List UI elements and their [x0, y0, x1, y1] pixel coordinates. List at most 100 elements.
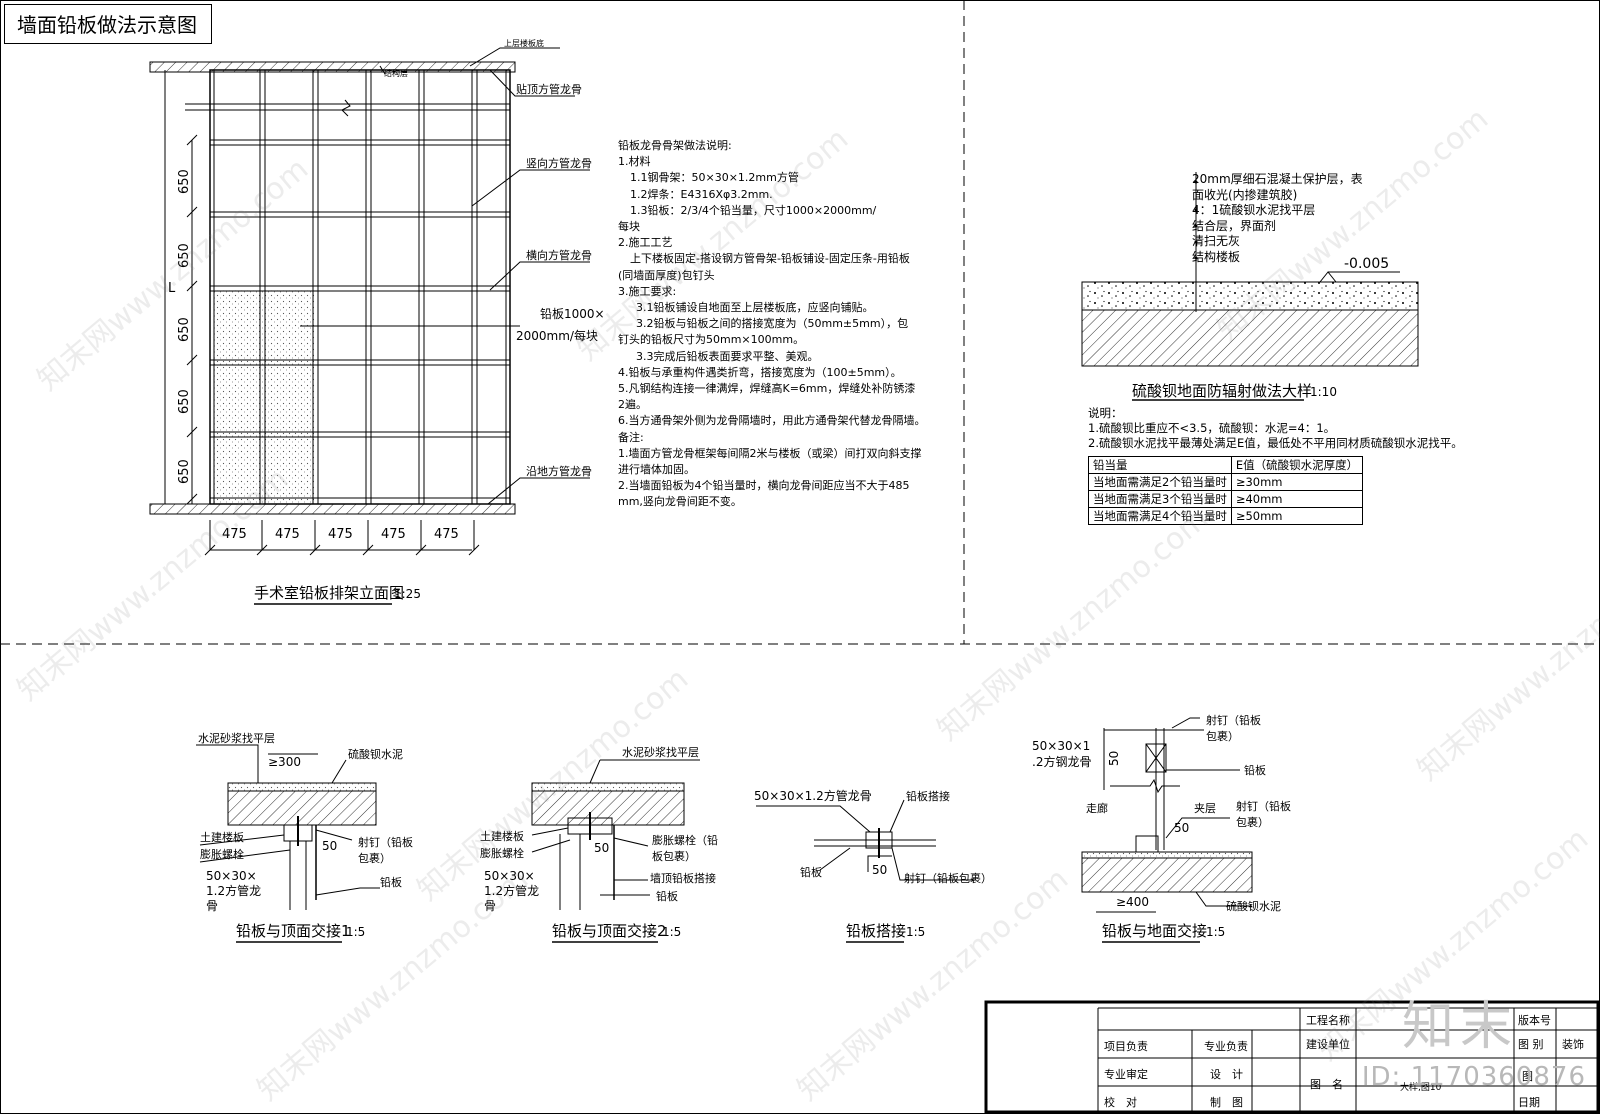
d2-label-10: 铅板	[656, 889, 678, 903]
d4-label-7: 夹层	[1194, 802, 1216, 815]
h-dim-1: 475	[222, 527, 247, 542]
frame-notes: 铅板龙骨骨架做法说明: 1.材料 1.1钢骨架：50×30×1.2mm方管 1.…	[618, 138, 926, 511]
title-block	[984, 1000, 1600, 1114]
note-line: 2.施工工艺	[618, 236, 673, 250]
tb-drawing-name: 图 名	[1310, 1078, 1343, 1091]
h-dim-4: 475	[381, 527, 406, 542]
note-line: mm,竖向龙骨间距不变。	[618, 495, 742, 509]
detail-3-scale: 1:5	[906, 925, 925, 939]
label-lead-plate-1: 铅板1000×	[540, 307, 605, 321]
v-dim-4: 650	[177, 389, 192, 414]
note-line: 6.当方通骨架外侧为龙骨隔墙时，用此方通骨架代替龙骨隔墙。	[618, 414, 926, 428]
d4-label-2: 50	[1107, 751, 1121, 766]
table-cell: 当地面需满足3个铅当量时	[1088, 490, 1232, 508]
tb-version: 版本号	[1518, 1014, 1551, 1027]
detail-2-caption: 铅板与顶面交接2	[552, 922, 667, 940]
d1-label-5: 射钉（铅板	[358, 835, 413, 849]
d2-label-8: 骨	[484, 899, 496, 913]
dim-ticks-h	[204, 520, 480, 556]
floor-layer-notes: 20mm厚细石混凝土保护层，表 面收光(内掺建筑胶) 4：1硫酸钡水泥找平层 结…	[1192, 172, 1363, 265]
break-mark	[341, 99, 351, 117]
detail-3-drawing: 50×30×1.2方管龙骨 铅板搭接 铅板 50 射钉（铅板包裹） 铅板搭接 1…	[754, 788, 992, 943]
v-dim-2: 650	[177, 243, 192, 268]
d2-label-4: 膨胀螺栓（铅	[652, 833, 718, 847]
table-cell: 当地面需满足4个铅当量时	[1088, 507, 1232, 525]
d3-label-2: 铅板	[800, 865, 822, 879]
d1-label-0: 水泥砂浆找平层	[198, 731, 275, 745]
elevation-caption: 手术室铅板排架立面图	[254, 584, 404, 602]
d4-label-4: 包裹）	[1206, 729, 1239, 743]
note-line: 5.凡钢结构连接一律满焊，焊缝高K=6mm，焊缝处补防锈漆	[618, 382, 916, 396]
tb-draft: 制 图	[1210, 1096, 1243, 1109]
floor-note-line: 2.硫酸钡水泥找平最薄处满足E值，最低处不平用同材质硫酸钡水泥找平。	[1088, 436, 1463, 450]
label-floor-tube: 沿地方管龙骨	[526, 464, 592, 478]
d4-label-1: .2方钢龙骨	[1032, 754, 1091, 769]
note-line: 3.2铅板与铅板之间的搭接宽度为（50mm±5mm），包	[636, 317, 909, 331]
dim-ticks-v	[186, 134, 198, 505]
screed-layer	[1081, 281, 1419, 311]
horizontal-tubes	[185, 103, 510, 499]
bottom-slab	[149, 503, 516, 515]
detail-1-caption: 铅板与顶面交接1	[236, 922, 351, 940]
note-line: 1.1钢骨架：50×30×1.2mm方管	[630, 171, 799, 185]
watermark-id: ID: 1170360876	[1361, 1062, 1586, 1092]
d1-label-6: 包裹）	[358, 851, 391, 865]
label-vertical-tube: 竖向方管龙骨	[526, 156, 592, 170]
label-top-tube: 贴顶方管龙骨	[516, 82, 582, 96]
label-lead-plate-2: 2000mm/每块	[516, 328, 598, 343]
d2-label-3: 50	[594, 841, 609, 855]
detail-1-drawing: 水泥砂浆找平层 硫酸钡水泥 ≥300 土建楼板 膨胀螺栓 射钉（铅板 包裹） 5…	[196, 731, 413, 943]
d2-label-1: 土建楼板	[480, 829, 524, 843]
detail-4-drawing: 50×30×1 .2方钢龙骨 50 射钉（铅板 包裹） 铅板 走廊 夹层 射钉（…	[1032, 713, 1291, 943]
h-dim-labels: 475 475 475 475 475	[222, 527, 459, 542]
d4-label-9: 包裹）	[1236, 815, 1269, 829]
table-header: E值（硫酸钡水泥厚度）	[1230, 456, 1364, 474]
height-symbol: L	[168, 281, 176, 296]
note-line: 4.铅板与承重构件遇类折弯，搭接宽度为（100±5mm）。	[618, 365, 902, 379]
note-line: 进行墙体加固。	[618, 463, 695, 477]
d2-label-9: 墙顶铅板搭接	[650, 871, 716, 885]
h-dim-2: 475	[275, 527, 300, 542]
v-dim-3: 650	[177, 317, 192, 342]
d3-label-3: 50	[872, 863, 887, 877]
d1-label-11: 铅板	[380, 875, 402, 889]
d4-label-11: ≥400	[1116, 895, 1149, 909]
table-header-row: 铅当量 E值（硫酸钡水泥厚度）	[1088, 456, 1364, 474]
tb-category-value: 装饰	[1562, 1038, 1584, 1051]
tb-category: 图 别	[1518, 1038, 1544, 1051]
elevation-scale: 1:25	[394, 587, 421, 601]
watermark-logo: 知末	[1402, 997, 1519, 1057]
note-line: 钉头的铅板尺寸为50mm×100mm。	[618, 333, 805, 347]
d4-label-0: 50×30×1	[1032, 739, 1090, 753]
table-cell: ≥50mm	[1230, 507, 1364, 525]
label-structure: 结构层	[384, 68, 408, 78]
note-line: 3.3完成后铅板表面要求平整、美观。	[636, 349, 819, 363]
table-row: 当地面需满足2个铅当量时 ≥30mm	[1088, 473, 1364, 491]
note-line: 1.墙面方管龙骨框架每间隔2米与楼板（或梁）间打双向斜支撑	[618, 446, 922, 460]
frame-outline	[209, 69, 511, 505]
tb-design: 设 计	[1210, 1068, 1243, 1081]
d1-label-3: 土建楼板	[200, 830, 244, 844]
floor-section-drawing: -0.005 硫酸钡地面防辐射做法大样 1:10	[1081, 172, 1419, 401]
d1-label-7: 50	[322, 839, 337, 853]
d1-label-9: 1.2方管龙	[206, 883, 261, 898]
d4-label-8: 射钉（铅板	[1236, 799, 1291, 813]
d1-label-8: 50×30×	[206, 869, 257, 883]
layer-line: 4：1硫酸钡水泥找平层	[1192, 203, 1316, 217]
note-line: 2遍。	[618, 398, 647, 412]
elevation-leaders	[300, 47, 590, 505]
detail-3-caption: 铅板搭接	[846, 922, 906, 940]
h-dim-5: 475	[434, 527, 459, 542]
top-slab	[149, 61, 516, 73]
sheet-title: 墙面铅板做法示意图	[4, 4, 212, 44]
label-upper-slab: 上层楼板底	[504, 38, 544, 48]
d1-label-1: 硫酸钡水泥	[348, 747, 403, 761]
d3-label-4: 射钉（铅板包裹）	[904, 871, 992, 885]
d1-label-4: 膨胀螺栓	[200, 847, 244, 861]
note-line: 1.2焊条：E4316Xφ3.2mm.	[630, 187, 773, 201]
tb-discipline-lead: 专业负责	[1204, 1040, 1248, 1053]
table-row: 当地面需满足4个铅当量时 ≥50mm	[1088, 507, 1364, 525]
note-line: 铅板龙骨骨架做法说明:	[618, 139, 732, 152]
d3-label-0: 50×30×1.2方管龙骨	[754, 788, 872, 803]
